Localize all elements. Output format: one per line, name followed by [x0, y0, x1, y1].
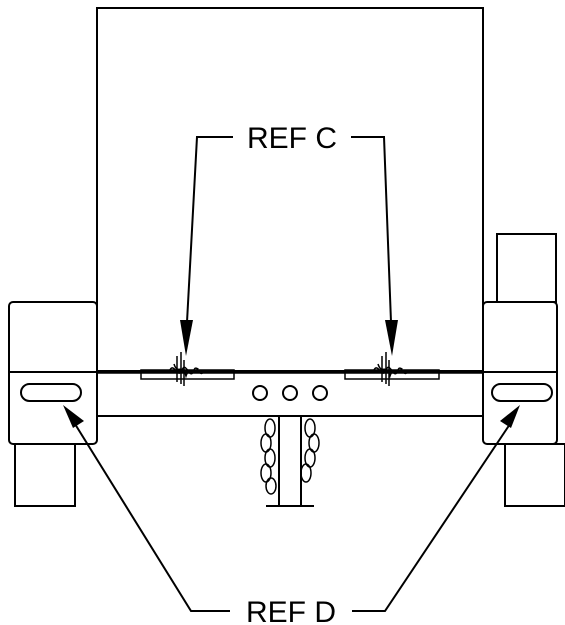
ref-d-label: REF D — [246, 596, 336, 625]
ref-d-arrowhead-left — [63, 405, 84, 428]
cargo-box-body — [96, 7, 484, 372]
right-tail-light — [491, 383, 553, 402]
ref-d-arrowhead-right — [500, 405, 520, 428]
ref-c-leader — [180, 136, 398, 356]
right-license-plate-box — [496, 233, 557, 303]
left-tail-light — [20, 383, 82, 402]
left-tire — [14, 443, 76, 507]
safety-chain-left — [260, 418, 277, 495]
rear-bumper-beam — [96, 370, 484, 417]
ref-c-arrowhead-left — [180, 320, 193, 356]
latch-spring-right — [373, 352, 408, 386]
ref-c-label: REF C — [247, 122, 337, 155]
hitch-post — [266, 415, 314, 507]
right-tire — [504, 443, 565, 507]
safety-chain-right — [300, 418, 320, 483]
hitch-hole-left — [252, 385, 268, 401]
hitch-hole-right — [312, 385, 328, 401]
hitch-hole-center — [282, 385, 298, 401]
ref-d-leader — [63, 405, 520, 612]
latch-spring-left — [169, 352, 204, 386]
ref-c-arrowhead-right — [385, 320, 398, 356]
